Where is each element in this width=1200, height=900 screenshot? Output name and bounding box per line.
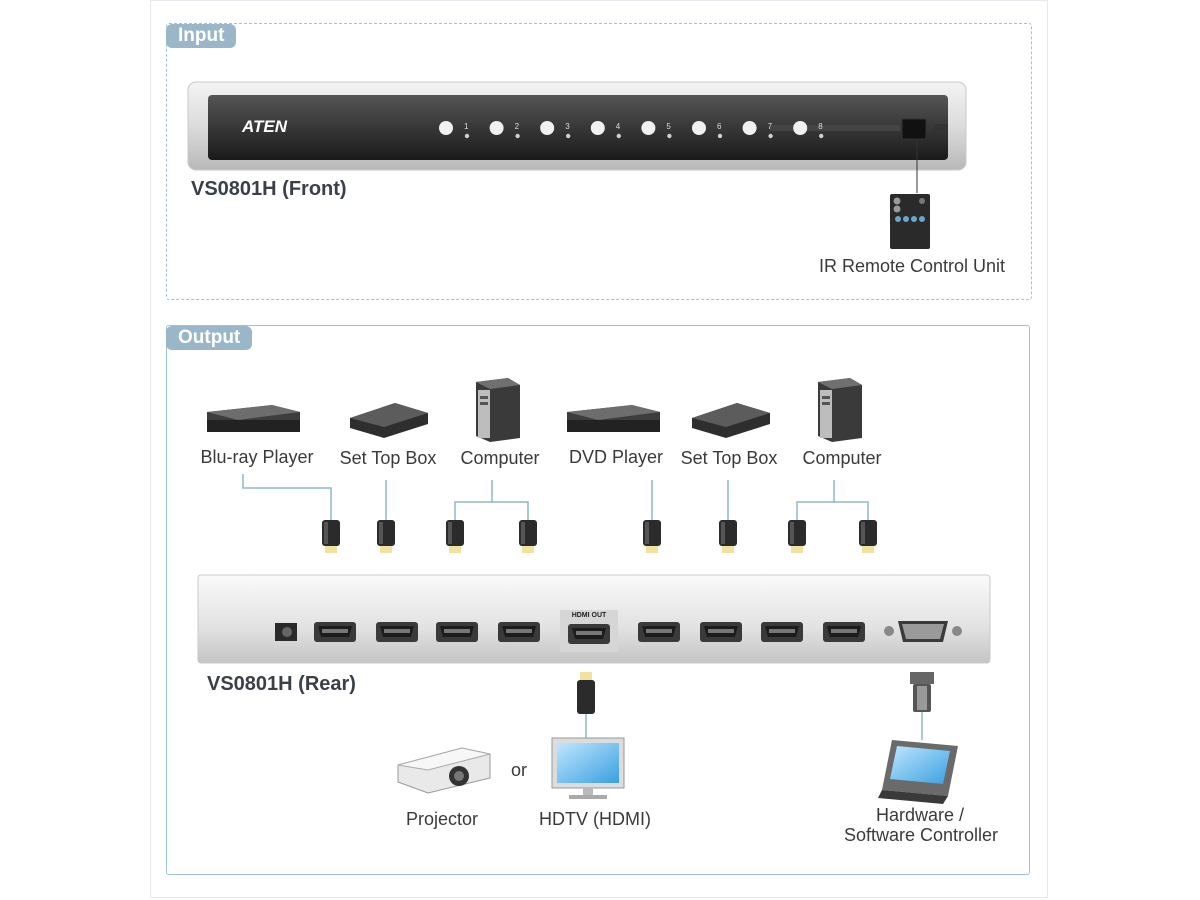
controller-label-line1: Hardware / xyxy=(875,805,965,825)
port-number-2: 2 xyxy=(514,122,520,131)
port-select-button-8[interactable] xyxy=(793,121,808,135)
set-top-box-icon xyxy=(350,403,428,438)
port-led-1 xyxy=(464,133,470,139)
port-led-2 xyxy=(515,133,520,139)
dvd-player-icon xyxy=(567,405,660,432)
or-label: or xyxy=(510,760,528,780)
serial-plug xyxy=(910,672,934,712)
page-frame xyxy=(150,0,1048,898)
hdtv-icon xyxy=(551,737,625,799)
hdtv-label: HDTV (HDMI) xyxy=(539,809,651,829)
port-select-button-3[interactable] xyxy=(540,121,555,135)
port-select-button-4[interactable] xyxy=(590,121,605,135)
port-number-4: 4 xyxy=(615,122,621,131)
port-number-1: 1 xyxy=(464,122,469,131)
hdmi-out-plug xyxy=(577,672,595,714)
port-select-button-5[interactable] xyxy=(641,121,656,135)
rs232-port xyxy=(884,621,962,642)
computer-tower-icon xyxy=(818,378,862,442)
output-panel xyxy=(166,325,1030,875)
controller-icon xyxy=(878,740,958,804)
input-tab: Input xyxy=(166,24,237,48)
port-select-button-6[interactable] xyxy=(692,121,706,135)
source-label-dvd: DVD Player xyxy=(568,447,664,467)
controller-label-line2: Software Controller xyxy=(843,825,999,845)
port-led-6 xyxy=(717,133,723,139)
source-label-computer-2: Computer xyxy=(802,448,882,468)
front-unit-label: VS0801H (Front) xyxy=(191,178,347,200)
port-number-7: 7 xyxy=(767,122,773,131)
port-select-button-1[interactable] xyxy=(439,121,453,135)
port-number-3: 3 xyxy=(565,122,570,131)
hdmi-out-label: HDMI OUT xyxy=(571,612,607,619)
projector-icon xyxy=(397,747,491,794)
port-number-5: 5 xyxy=(666,122,671,131)
port-led-4 xyxy=(616,133,621,139)
rear-unit-label: VS0801H (Rear) xyxy=(207,673,356,695)
projector-label: Projector xyxy=(405,809,479,829)
port-led-3 xyxy=(566,133,571,139)
port-select-button-7[interactable] xyxy=(742,121,757,135)
port-select-button-2[interactable] xyxy=(489,121,504,135)
remote-label: IR Remote Control Unit xyxy=(818,256,1006,276)
bluray-player-icon xyxy=(207,405,300,432)
input-panel xyxy=(166,23,1032,300)
port-led-8 xyxy=(819,133,824,139)
computer-tower-icon xyxy=(476,378,520,442)
port-number-8: 8 xyxy=(818,122,823,131)
source-cables xyxy=(242,474,923,740)
source-label-stb-2: Set Top Box xyxy=(680,448,778,468)
port-led-7 xyxy=(768,133,773,139)
source-label-stb-1: Set Top Box xyxy=(339,448,437,468)
set-top-box-icon xyxy=(692,403,770,438)
brand-logo: ATEN xyxy=(242,117,288,136)
source-label-bluray: Blu-ray Player xyxy=(200,447,314,467)
port-number-6: 6 xyxy=(717,122,722,131)
output-tab: Output xyxy=(166,326,253,350)
port-led-5 xyxy=(667,133,672,139)
hdmi-plugs xyxy=(322,520,877,553)
source-label-computer-1: Computer xyxy=(460,448,540,468)
